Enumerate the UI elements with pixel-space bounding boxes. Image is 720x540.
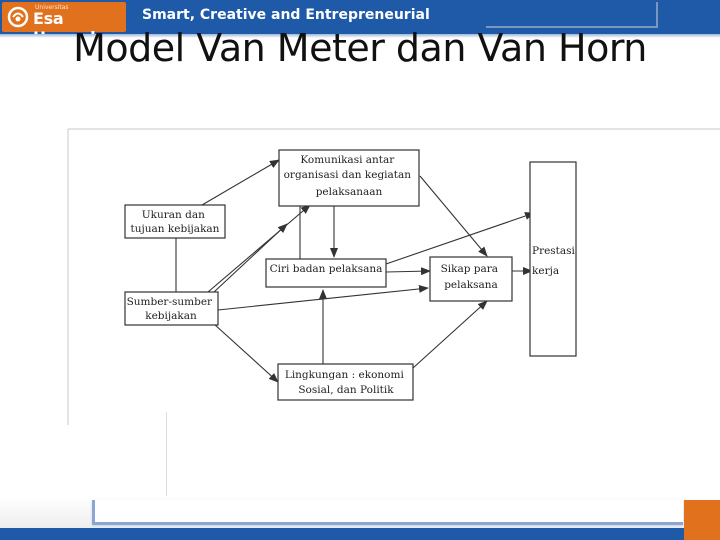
node-lingkungan-box xyxy=(277,363,414,401)
slide-title: Model Van Meter dan Van Horn xyxy=(73,26,647,70)
divider-line xyxy=(166,412,167,496)
header-decoration xyxy=(486,2,658,28)
arrow-lingkungan-to-sikap xyxy=(412,300,488,369)
node-ciri-box xyxy=(265,258,387,288)
node-sumber-label-1: Sumber-sumber xyxy=(127,296,213,308)
node-komunikasi-box xyxy=(278,149,420,207)
arrow-ukuran-to-komunikasi xyxy=(201,159,280,206)
footer-panel xyxy=(92,500,683,525)
arrow-sumber-to-ciri xyxy=(213,223,288,293)
header-tagline: Smart, Creative and Entrepreneurial xyxy=(142,7,430,23)
node-komunikasi-label-3: pelaksanaan xyxy=(316,186,383,198)
node-sikap-label-1: Sikap para xyxy=(441,263,499,275)
arrow-ciri-to-sikap xyxy=(385,267,431,276)
svg-text:Komunikasi antar organisas: Komunikasi antar organisasi dan kegiatan… xyxy=(284,154,415,198)
node-sumber-box xyxy=(124,291,219,326)
header-bar: Universitas Esa Unggul Smart, Creative a… xyxy=(0,0,720,47)
node-prestasi-label-2: kerja xyxy=(532,265,559,277)
node-ukuran-label-2: tujuan kebijakan xyxy=(131,223,220,235)
svg-text:Ukuran dan tujuan kebijaka: Ukuran dan tujuan kebijakan xyxy=(131,209,220,235)
arrow-ciri-to-prestasi xyxy=(385,212,535,265)
arrow-sumber-to-lingkungan xyxy=(213,323,279,383)
node-sikap-label-2: pelaksana xyxy=(444,279,498,291)
logo-emblem-icon xyxy=(7,6,29,28)
arrow-sumber-to-komunikasi xyxy=(207,204,311,293)
node-ciri-label: Ciri badan pelaksana xyxy=(270,263,383,275)
svg-text:Sumber-sumber kebijakan: Sumber-sumber kebijakan xyxy=(127,296,216,322)
arrow-komunikasi-to-sikap xyxy=(419,175,488,257)
node-prestasi-label-1: Prestasi xyxy=(532,245,576,257)
node-lingkungan-label-2: Sosial, dan Politik xyxy=(298,384,394,396)
node-prestasi-box xyxy=(529,161,577,357)
svg-text:Sikap para pelaksana: Sikap para pelaksana xyxy=(441,263,502,291)
logo-subtitle: Universitas xyxy=(35,4,69,11)
node-komunikasi-label-2: organisasi dan kegiatan xyxy=(284,169,412,181)
node-komunikasi-label-1: Komunikasi antar xyxy=(300,154,395,166)
svg-text:Prestasi kerja: Prestasi kerja xyxy=(532,245,578,277)
node-ukuran-box xyxy=(124,204,226,239)
node-sumber-label-2: kebijakan xyxy=(145,310,197,322)
node-sikap-box xyxy=(429,256,513,302)
footer-bar xyxy=(0,528,720,540)
svg-text:Lingkungan : ekonomi Sosia: Lingkungan : ekonomi Sosial, dan Politik xyxy=(285,369,407,396)
node-lingkungan-label-1: Lingkungan : ekonomi xyxy=(285,369,405,381)
node-ukuran-label-1: Ukuran dan xyxy=(142,209,205,221)
svg-text:Ciri badan pelaksana: Ciri badan pelaksana xyxy=(270,263,383,275)
footer-accent xyxy=(684,500,720,540)
